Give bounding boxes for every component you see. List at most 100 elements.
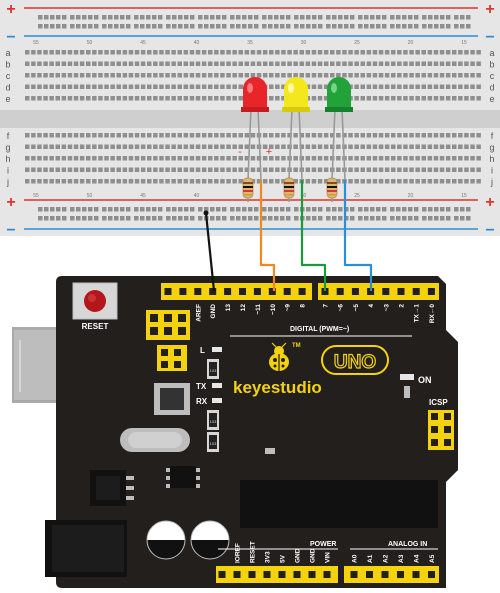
rail-hole bbox=[446, 216, 451, 221]
rail-hole bbox=[94, 15, 99, 20]
terminal-hole bbox=[293, 73, 298, 78]
terminal-hole bbox=[226, 96, 231, 101]
terminal-hole bbox=[287, 73, 292, 78]
terminal-hole bbox=[470, 50, 475, 55]
terminal-hole bbox=[226, 144, 231, 149]
terminal-hole bbox=[165, 179, 170, 184]
terminal-hole bbox=[128, 84, 134, 89]
rail-hole bbox=[344, 207, 349, 212]
terminal-hole bbox=[348, 73, 353, 78]
ladybug-logo-icon bbox=[269, 342, 289, 371]
rail-hole bbox=[126, 15, 131, 20]
terminal-hole bbox=[195, 133, 201, 138]
rail-hole bbox=[70, 216, 75, 221]
terminal-hole bbox=[140, 133, 146, 138]
rail-hole bbox=[166, 207, 171, 212]
terminal-hole bbox=[433, 133, 439, 138]
row-letter-right: b bbox=[489, 60, 494, 70]
terminal-hole bbox=[403, 84, 408, 89]
row-letter-left: a bbox=[5, 48, 10, 58]
rail-hole bbox=[344, 24, 349, 29]
terminal-hole bbox=[195, 167, 201, 172]
terminal-hole bbox=[287, 61, 292, 66]
terminal-hole bbox=[439, 156, 445, 161]
terminal-hole bbox=[421, 50, 426, 55]
rail-hole bbox=[94, 207, 99, 212]
terminal-hole bbox=[476, 73, 481, 78]
terminal-hole bbox=[116, 61, 121, 66]
rail-hole bbox=[242, 207, 247, 212]
terminal-hole bbox=[73, 84, 79, 89]
terminal-hole bbox=[317, 133, 323, 138]
terminal-hole bbox=[220, 50, 225, 55]
terminal-hole bbox=[189, 179, 195, 184]
terminal-hole bbox=[134, 61, 140, 66]
terminal-hole bbox=[86, 96, 91, 101]
terminal-hole bbox=[208, 50, 213, 55]
terminal-hole bbox=[391, 179, 396, 184]
terminal-hole bbox=[458, 144, 463, 149]
rail-hole bbox=[102, 24, 107, 29]
terminal-hole bbox=[195, 50, 201, 55]
column-number-top: 55 bbox=[33, 40, 39, 46]
terminal-hole bbox=[79, 96, 85, 101]
rail-hole bbox=[408, 216, 413, 221]
rail-hole bbox=[158, 207, 163, 212]
rail-hole bbox=[274, 216, 279, 221]
rail-hole bbox=[370, 216, 375, 221]
terminal-hole bbox=[256, 179, 262, 184]
rail-hole bbox=[222, 216, 227, 221]
rail-hole bbox=[312, 216, 317, 221]
terminal-hole bbox=[415, 167, 420, 172]
terminal-hole bbox=[372, 179, 378, 184]
terminal-hole bbox=[415, 179, 420, 184]
terminal-hole bbox=[384, 156, 390, 161]
terminal-hole bbox=[153, 156, 158, 161]
terminal-hole bbox=[183, 61, 189, 66]
rail-hole bbox=[146, 216, 151, 221]
terminal-hole bbox=[165, 133, 170, 138]
terminal-hole bbox=[232, 84, 237, 89]
row-letter-left: g bbox=[5, 143, 10, 153]
terminal-hole bbox=[452, 50, 457, 55]
rail-hole bbox=[460, 15, 465, 20]
terminal-hole bbox=[232, 133, 237, 138]
digital-pin-label: 2 bbox=[399, 304, 406, 308]
terminal-hole bbox=[452, 96, 457, 101]
rail-hole bbox=[158, 15, 163, 20]
power-header-hole bbox=[248, 571, 256, 578]
terminal-hole bbox=[98, 50, 103, 55]
rail-hole bbox=[274, 207, 279, 212]
terminal-hole bbox=[317, 156, 323, 161]
rail-hole bbox=[88, 15, 93, 20]
terminal-hole bbox=[397, 133, 402, 138]
terminal-hole bbox=[37, 61, 42, 66]
terminal-hole bbox=[25, 179, 30, 184]
terminal-hole bbox=[37, 179, 42, 184]
terminal-hole bbox=[354, 96, 359, 101]
rail-hole bbox=[204, 15, 209, 20]
digital-header-hole bbox=[397, 288, 405, 295]
rail-hole bbox=[454, 216, 459, 221]
analog-pin-label: A5 bbox=[429, 554, 436, 563]
terminal-hole bbox=[250, 50, 256, 55]
row-letter-right: i bbox=[491, 166, 493, 176]
terminal-hole bbox=[171, 84, 176, 89]
terminal-hole bbox=[61, 96, 67, 101]
digital-pin-label: RX←0 bbox=[429, 304, 436, 324]
tm-mark: TM bbox=[292, 343, 301, 349]
terminal-hole bbox=[250, 167, 256, 172]
terminal-hole bbox=[250, 73, 256, 78]
rail-hole bbox=[146, 24, 151, 29]
rail-hole bbox=[376, 24, 381, 29]
rail-hole bbox=[390, 24, 395, 29]
rail-hole bbox=[210, 207, 215, 212]
power-header bbox=[216, 566, 338, 583]
reset-button[interactable] bbox=[72, 282, 118, 320]
terminal-hole bbox=[177, 84, 182, 89]
uno-badge bbox=[321, 345, 389, 375]
terminal-hole bbox=[195, 96, 201, 101]
rail-hole bbox=[422, 15, 427, 20]
terminal-hole bbox=[354, 156, 359, 161]
terminal-hole bbox=[128, 96, 134, 101]
